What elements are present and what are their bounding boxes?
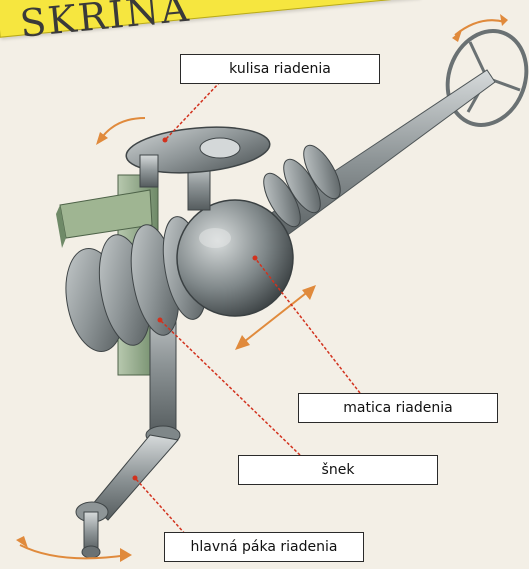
arrow-arm <box>19 544 129 560</box>
leader-lines <box>134 81 361 546</box>
arrow-nut <box>239 289 311 346</box>
arrow-nut-head-1 <box>235 335 250 350</box>
arrow-wheel-head-1 <box>452 30 462 42</box>
label-snek: šnek <box>238 455 438 485</box>
arrow-nut-head-2 <box>302 285 316 300</box>
pitman-arm <box>75 434 179 559</box>
leader-dots <box>132 137 258 481</box>
arrow-arm-head-2 <box>120 548 132 562</box>
worm-thread <box>263 144 341 228</box>
leader-matica <box>254 257 361 394</box>
label-hlavna-paka-riadenia: hlavná páka riadenia <box>164 532 364 562</box>
arrow-wheel <box>454 19 506 36</box>
arrow-slider-head <box>96 132 108 145</box>
leader-snek <box>159 319 301 456</box>
steering-nut <box>176 199 294 317</box>
arrow-wheel-head-2 <box>500 14 508 26</box>
linkage-slider <box>125 126 271 211</box>
arrow-arm-head-1 <box>16 536 28 548</box>
label-kulisa-riadenia: kulisa riadenia <box>180 54 380 84</box>
motion-arrows <box>16 14 508 562</box>
leader-kulisa <box>164 81 221 141</box>
arrow-slider <box>99 117 146 141</box>
label-matica-riadenia: matica riadenia <box>298 393 498 423</box>
